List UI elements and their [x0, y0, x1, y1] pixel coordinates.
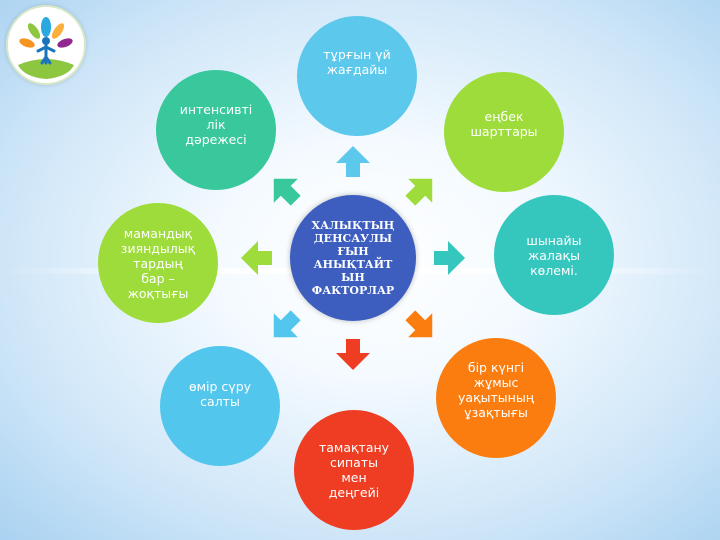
- central-topic-label: ХАЛЫҚТЫҢ ДЕНСАУЛЫ ҒЫН АНЫҚТАЙТ ЫН ФАКТОР…: [311, 219, 395, 297]
- factor-label: шынайы жалақы көлемі.: [526, 232, 582, 278]
- logo: [6, 5, 86, 85]
- factor-nutrition: тамақтану сипаты мен деңгейі: [294, 410, 414, 530]
- arrow-down-icon: [336, 339, 370, 370]
- arrow-down-left-icon: [273, 310, 301, 338]
- arrow-right-icon: [434, 241, 465, 275]
- arrow-left-icon: [241, 241, 272, 275]
- factor-occupational-hazards: мамандық зияндылық тардың бар – жоқтығы: [98, 203, 218, 323]
- arrow-up-right-icon: [405, 178, 433, 206]
- factor-housing-conditions: тұрғын үй жағдайы: [297, 16, 417, 136]
- factor-label: интенсивті лік дәрежесі: [179, 101, 253, 147]
- factor-intensity-level: интенсивті лік дәрежесі: [156, 70, 276, 190]
- factor-label: еңбек шарттары: [470, 109, 538, 139]
- central-topic: ХАЛЫҚТЫҢ ДЕНСАУЛЫ ҒЫН АНЫҚТАЙТ ЫН ФАКТОР…: [290, 195, 416, 321]
- factor-label: бір күнгі жұмыс уақытының ұзақтығы: [458, 360, 534, 420]
- factor-working-conditions: еңбек шарттары: [444, 72, 564, 192]
- factor-lifestyle: өмір сүру салты: [160, 346, 280, 466]
- factor-label: мамандық зияндылық тардың бар – жоқтығы: [120, 225, 196, 301]
- factor-real-wages: шынайы жалақы көлемі.: [494, 195, 614, 315]
- arrow-down-right-icon: [405, 310, 433, 338]
- arrow-up-left-icon: [273, 178, 301, 206]
- factor-label: тұрғын үй жағдайы: [323, 47, 391, 77]
- tree-person-logo-icon: [18, 17, 74, 79]
- factor-label: тамақтану сипаты мен деңгейі: [318, 440, 390, 500]
- arrow-up-icon: [336, 146, 370, 177]
- factor-working-day-length: бір күнгі жұмыс уақытының ұзақтығы: [436, 338, 556, 458]
- factor-label: өмір сүру салты: [188, 379, 252, 409]
